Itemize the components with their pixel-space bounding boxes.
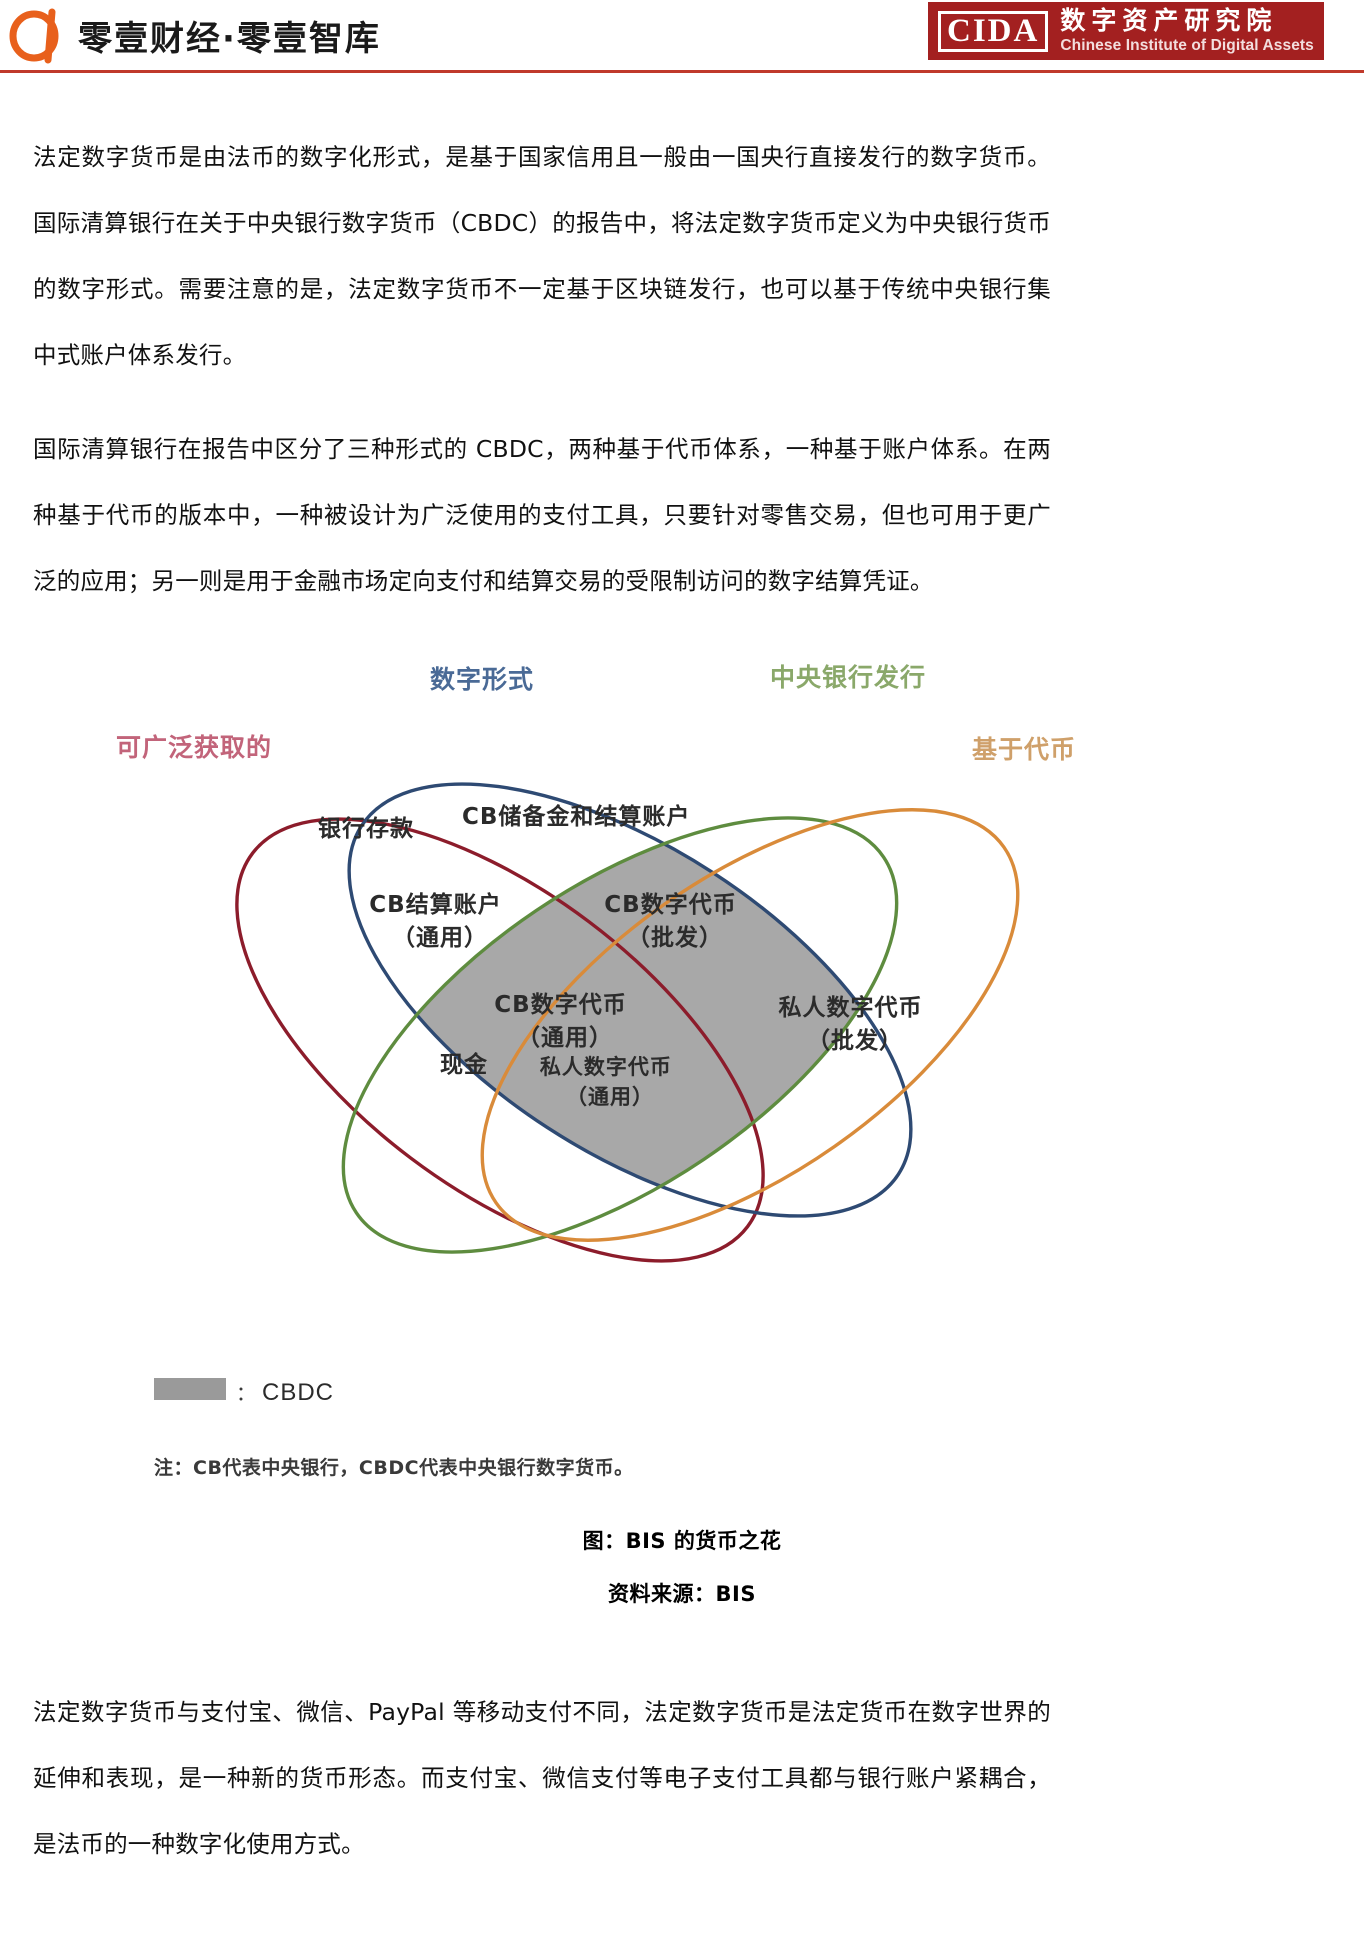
legend-separator: ： bbox=[236, 1381, 256, 1405]
venn-region-private-digital-token-wholesale: 私人数字代币 （批发） bbox=[778, 994, 931, 1054]
legend-label: CBDC bbox=[262, 1379, 334, 1406]
venn-region-private-digital-token-general: 私人数字代币 （通用） bbox=[540, 1055, 680, 1109]
venn-region-cb-digital-token-wholesale: CB数字代币 （批发） bbox=[604, 891, 745, 951]
cida-names: 数字资产研究院 Chinese Institute of Digital Ass… bbox=[1060, 6, 1314, 54]
venn-label-central-bank-issued: 中央银行发行 bbox=[770, 663, 926, 692]
cida-logo: CIDA 数字资产研究院 Chinese Institute of Digita… bbox=[928, 2, 1324, 60]
paragraph-comparison: 法定数字货币与支付宝、微信、PayPal 等移动支付不同，法定数字货币是法定货币… bbox=[33, 1697, 1051, 1858]
header-divider bbox=[0, 70, 1364, 73]
paragraph-definition: 法定数字货币是由法币的数字化形式，是基于国家信用且一般由一国央行直接发行的数字货… bbox=[33, 142, 1051, 369]
cida-name-cn: 数字资产研究院 bbox=[1060, 6, 1278, 36]
venn-ellipse-token-based bbox=[480, 808, 1020, 1242]
venn-region-bank-deposits: 银行存款 bbox=[318, 815, 414, 842]
venn-ellipse-widely-accessible bbox=[235, 817, 765, 1263]
figure-source: 资料来源：BIS bbox=[608, 1582, 756, 1606]
cida-acronym-box: CIDA bbox=[938, 10, 1049, 52]
venn-note: 注：CB代表中央银行，CBDC代表中央银行数字货币。 bbox=[154, 1456, 634, 1479]
venn-region-cb-reserves: CB储备金和结算账户 bbox=[462, 803, 690, 830]
cida-acronym: CIDA bbox=[947, 12, 1040, 49]
venn-diagram: 数字形式 中央银行发行 可广泛获取的 基于代币 银行存款 CB储备金和结算账户 … bbox=[110, 640, 1150, 1510]
brand-name: 零壹财经·零壹智库 bbox=[78, 18, 381, 59]
venn-label-widely-accessible: 可广泛获取的 bbox=[116, 733, 272, 762]
venn-region-cb-settlement-account: CB结算账户 （通用） bbox=[369, 891, 510, 951]
alpha-logo-icon bbox=[8, 6, 66, 64]
venn-region-cash: 现金 bbox=[440, 1051, 488, 1078]
venn-region-cb-digital-token-general: CB数字代币 （通用） bbox=[494, 991, 635, 1051]
cida-name-en: Chinese Institute of Digital Assets bbox=[1060, 36, 1314, 54]
figure-bis-money-flower: 数字形式 中央银行发行 可广泛获取的 基于代币 银行存款 CB储备金和结算账户 … bbox=[110, 640, 1150, 1510]
venn-label-token-based: 基于代币 bbox=[972, 735, 1076, 764]
venn-ellipse-central-bank-issued bbox=[341, 816, 899, 1254]
venn-legend: ： CBDC bbox=[154, 1378, 334, 1406]
paragraph-cbdc-forms: 国际清算银行在报告中区分了三种形式的 CBDC，两种基于代币体系，一种基于账户体… bbox=[33, 434, 1051, 595]
legend-swatch bbox=[154, 1378, 226, 1400]
figure-caption: 图：BIS 的货币之花 bbox=[582, 1529, 782, 1553]
venn-label-digital: 数字形式 bbox=[430, 665, 534, 694]
page-header: 零壹财经·零壹智库 CIDA 数字资产研究院 Chinese Institute… bbox=[0, 0, 1364, 73]
brand-lockup: 零壹财经·零壹智库 bbox=[8, 6, 381, 64]
